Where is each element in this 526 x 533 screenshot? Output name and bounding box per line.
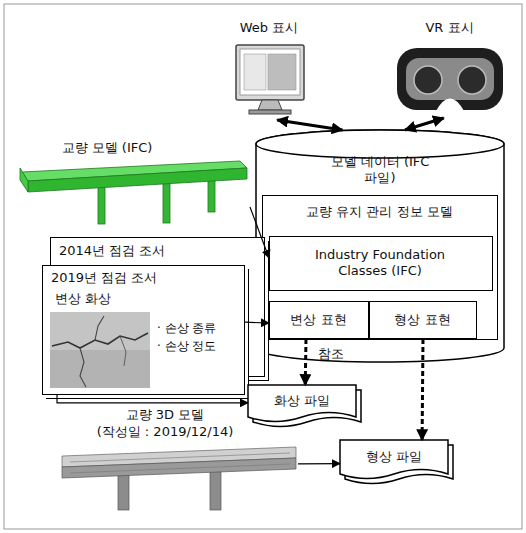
connector-arrow <box>421 339 425 440</box>
monitor-icon <box>236 45 304 114</box>
node-label: 형상 파일 <box>340 449 448 465</box>
screen-window <box>244 54 266 90</box>
file-document: 화상 파일 <box>248 385 356 423</box>
vr-headset-icon <box>397 48 503 111</box>
document-front-sheet <box>340 440 448 479</box>
ifc-bridge-model <box>20 161 247 224</box>
reference-label: 참조 <box>318 346 344 362</box>
connector-arrow <box>250 207 269 258</box>
monitor-screen <box>240 49 300 95</box>
bridge-pier <box>208 180 215 212</box>
monitor-base <box>249 110 291 114</box>
model-box: 교량 유지 관리 정보 모델 Industry Foundation Classe… <box>262 195 498 340</box>
bridge-pier <box>210 468 221 510</box>
connector-arrow <box>304 339 308 385</box>
inspection-report: 2019년 점검 조서변상 화상 · 손상 종류 · 손상 정도 <box>42 265 245 395</box>
node-label: · 손상 종류 <box>157 320 243 336</box>
cylinder-body <box>256 130 504 362</box>
node-label: 교량 3D 모델 <box>100 407 230 423</box>
node-label: 변상 표현 <box>270 312 367 328</box>
display-target: VR 표시 <box>392 20 507 118</box>
file-document: 형상 파일 <box>340 440 448 480</box>
bridge-model-group: 교량 모델 (IFC) <box>18 138 250 230</box>
representation-box: 형상 표현 <box>369 301 477 339</box>
bridge-deck-side <box>28 168 247 192</box>
connector-arrow <box>405 118 444 130</box>
representation-box: 변상 표현 <box>269 301 369 339</box>
display-target: Web 표시 <box>228 20 310 120</box>
node-label: 형상 표현 <box>370 312 475 328</box>
node-label: Industry Foundation Classes (IFC) <box>300 247 460 279</box>
bridge-3d-model <box>62 447 296 510</box>
node-label: 2019년 점검 조서 <box>51 270 241 286</box>
node-label: 화상 파일 <box>248 393 356 409</box>
cylinder-top <box>256 130 504 158</box>
monitor-body <box>236 45 304 100</box>
bridge-deck-side <box>62 458 296 478</box>
bridge-pier <box>98 186 105 224</box>
monitor-stand <box>258 100 282 110</box>
node-label: · 손상 정도 <box>157 338 243 354</box>
node-label: 모델 데이터 (IFC 파일) <box>325 154 435 186</box>
database-cylinder: 모델 데이터 (IFC 파일) 교량 유지 관리 정보 모델 Industry Fo… <box>255 130 505 362</box>
headset-nose-cutout <box>436 99 464 112</box>
bridge-deck-top <box>62 447 296 467</box>
connector-arrow <box>57 395 248 403</box>
bridge-3d-group: 교량 3D 모델(작성일 : 2019/12/14) <box>58 406 298 513</box>
bridge-deck-top <box>22 161 247 181</box>
node-label: Web 표시 <box>228 20 310 36</box>
ifc-box: Industry Foundation Classes (IFC) <box>269 236 493 291</box>
headset-frame <box>397 48 503 110</box>
screen-window <box>268 54 296 90</box>
bridge-deck-end <box>20 168 28 192</box>
connector-arrow <box>298 463 340 464</box>
node-label: (작성일 : 2019/12/14) <box>80 424 250 440</box>
bridge-pier <box>163 183 170 223</box>
connector-arrow <box>277 120 342 130</box>
outer-frame <box>4 4 522 529</box>
node-label: 2014년 점검 조서 <box>59 243 259 259</box>
node-label: 교량 모델 (IFC) <box>52 140 162 156</box>
deck-texture <box>70 453 290 473</box>
headset-inner <box>406 58 494 100</box>
node-label: VR 표시 <box>392 20 507 36</box>
bridge-pier <box>118 470 129 510</box>
node-label: 변상 화상 <box>55 291 165 307</box>
connector-arrow <box>245 322 269 324</box>
headset-lens <box>414 66 442 94</box>
document-front-sheet <box>248 385 356 422</box>
headset-lens <box>458 66 486 94</box>
node-label: 교량 유지 관리 정보 모델 <box>263 204 496 220</box>
